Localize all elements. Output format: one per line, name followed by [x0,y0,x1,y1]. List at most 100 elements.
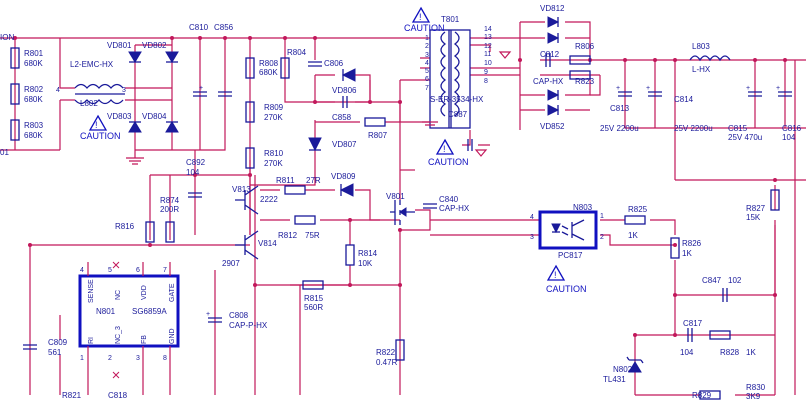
diode-VD801: VD801 [107,41,142,63]
svg-text:680K: 680K [24,59,43,68]
svg-text:V814: V814 [258,239,277,248]
ic-N801: N801 SG6859A SENSE NC VDD GATE RI NC_3 F… [78,261,180,395]
svg-text:R827: R827 [746,204,766,213]
svg-text:2: 2 [425,43,429,50]
svg-text:R809: R809 [264,103,284,112]
svg-text:R816: R816 [115,222,135,231]
diode-VD803: VD803 [107,112,142,133]
svg-text:GATE: GATE [169,283,176,302]
svg-text:+: + [776,85,780,92]
svg-text:+: + [616,85,620,92]
svg-text:8: 8 [163,355,167,362]
svg-text:VD801: VD801 [107,41,132,50]
svg-text:1K: 1K [682,249,692,258]
svg-text:4: 4 [80,267,84,274]
caution-sign-2: ! CAUTION [404,6,445,33]
svg-text:CAUTION: CAUTION [404,23,445,33]
svg-text:27R: 27R [306,176,321,185]
svg-text:R825: R825 [628,205,648,214]
svg-text:+: + [746,85,750,92]
svg-text:+: + [206,311,210,318]
svg-text:R807: R807 [368,131,388,140]
svg-text:104: 104 [680,348,694,357]
svg-text:VD804: VD804 [142,112,167,121]
svg-text:VD852: VD852 [540,122,565,131]
svg-text:VD806: VD806 [332,86,357,95]
svg-text:CAP-P-HX: CAP-P-HX [229,321,268,330]
svg-text:104: 104 [186,168,200,177]
svg-text:R814: R814 [358,249,378,258]
svg-text:R815: R815 [304,294,324,303]
svg-text:1: 1 [425,35,429,42]
svg-text:VDD: VDD [141,285,148,300]
svg-text:VD807: VD807 [332,140,357,149]
svg-text:2: 2 [108,355,112,362]
svg-text:FB: FB [141,335,148,344]
svg-text:10K: 10K [358,259,373,268]
svg-text:!: ! [419,12,422,22]
capacitor-C818: C818 [108,391,128,400]
svg-text:R810: R810 [264,149,284,158]
diode-VD802: VD802 [142,41,179,63]
caution-sign-4: ! CAUTION [546,264,587,294]
svg-text:200R: 200R [160,205,179,214]
svg-text:NC_3: NC_3 [115,326,122,344]
ground-symbols [126,51,512,165]
svg-text:14: 14 [484,26,492,33]
svg-text:5: 5 [108,267,112,274]
svg-text:R822: R822 [376,348,396,357]
svg-text:2: 2 [600,234,604,241]
capacitor-C887: C887 [448,110,473,151]
svg-text:2907: 2907 [222,259,240,268]
svg-text:25V 2200u: 25V 2200u [600,124,639,133]
svg-text:+: + [646,85,650,92]
svg-text:4: 4 [425,60,429,67]
resistor-R807: R807 [364,117,388,140]
svg-text:R808: R808 [259,59,279,68]
svg-text:!: ! [95,120,98,130]
svg-text:1K: 1K [628,231,638,240]
svg-text:CAP-HX: CAP-HX [439,204,470,213]
svg-text:3: 3 [530,234,534,241]
transformer-T801: T801 S-ER-3534-HX 14 13 12 11 10 9 8 1 2… [425,15,492,129]
svg-text:R801: R801 [24,49,44,58]
junctions [13,36,787,337]
svg-text:13: 13 [484,34,492,41]
svg-text:R874: R874 [160,196,180,205]
svg-text:C808: C808 [229,311,249,320]
diode-VD804: VD804 [142,112,179,133]
diode-VD806: VD806 [332,68,357,95]
svg-text:R812: R812 [278,231,298,240]
svg-text:25V 2200u: 25V 2200u [674,124,713,133]
svg-text:560R: 560R [304,303,323,312]
diode-VD812: VD812 [540,4,565,44]
svg-text:C813: C813 [610,104,630,113]
svg-text:R823: R823 [575,77,595,86]
capacitor-C858: C858 [332,96,352,122]
svg-text:CAUTION: CAUTION [80,131,121,141]
svg-text:1K: 1K [746,348,756,357]
svg-text:S-ER-3534-HX: S-ER-3534-HX [430,95,484,104]
svg-text:L802: L802 [80,99,98,108]
svg-text:PC817: PC817 [558,251,583,260]
caution-sign-1: ! CAUTION [80,114,121,141]
svg-text:8: 8 [484,78,488,85]
svg-text:VD812: VD812 [540,4,565,13]
svg-text:C847: C847 [702,276,722,285]
